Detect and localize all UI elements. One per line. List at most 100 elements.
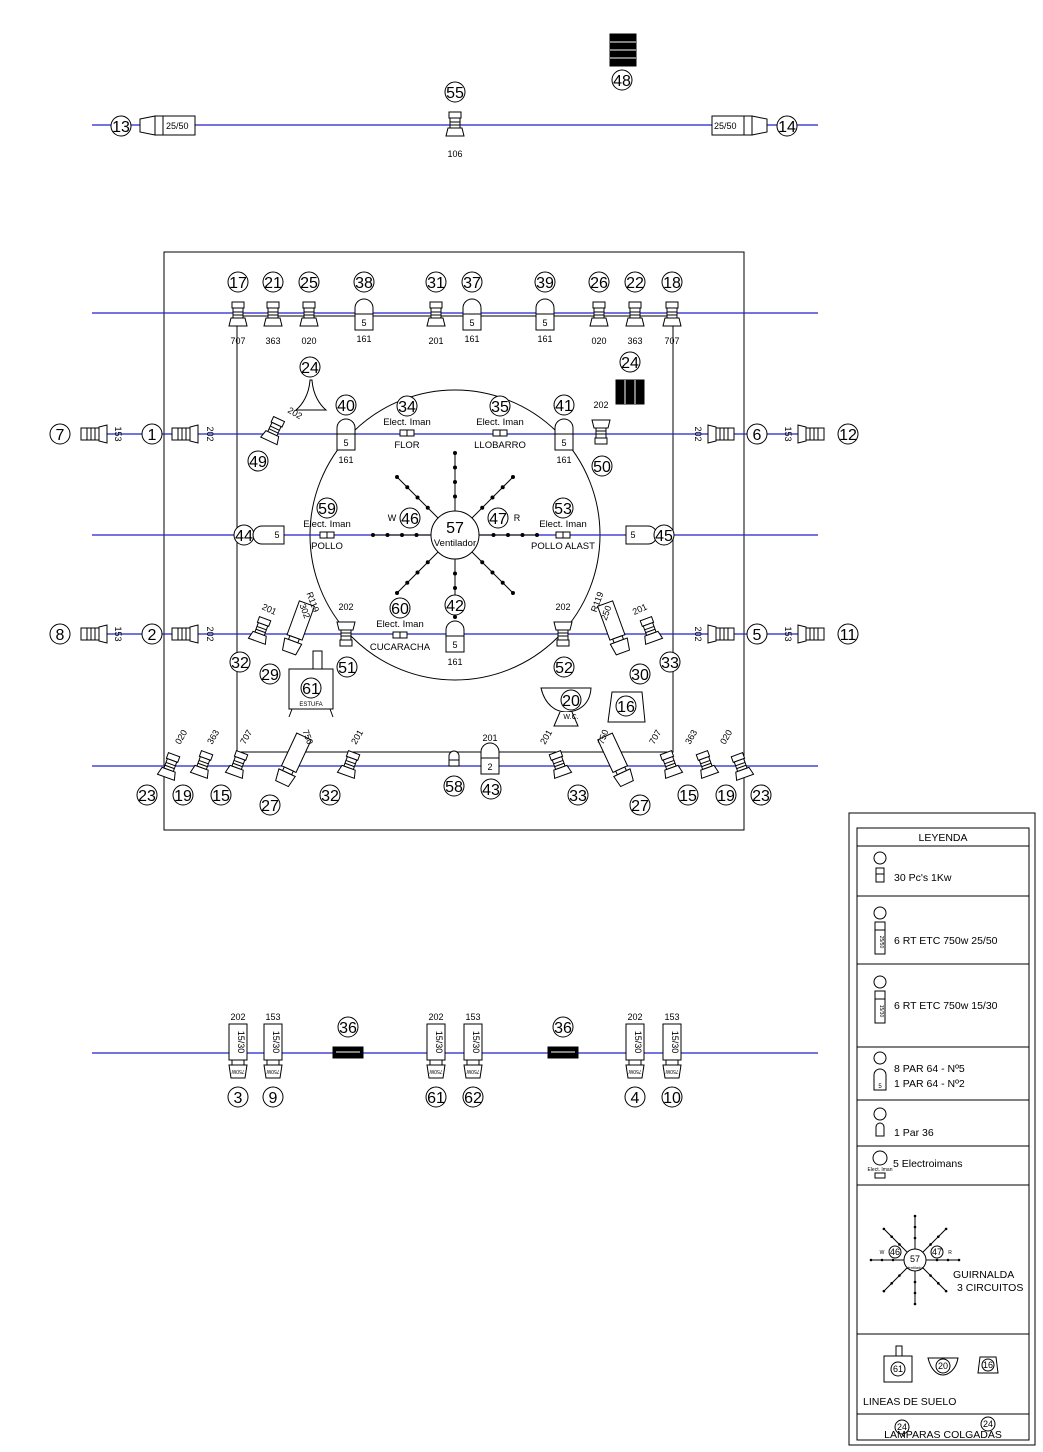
svg-text:20: 20: [938, 1361, 948, 1371]
garland-bulb: [935, 1258, 939, 1262]
svg-text:34: 34: [398, 399, 416, 416]
fixture-49: 202 49: [247, 405, 304, 472]
garland-bulb: [937, 1282, 940, 1285]
svg-text:15/30: 15/30: [434, 1031, 444, 1054]
svg-text:201: 201: [428, 336, 443, 346]
front-fixture: 363 19: [683, 728, 737, 806]
garland-bulb: [506, 533, 510, 537]
svg-text:202: 202: [693, 626, 703, 641]
fixture-29: R119 302 29: [259, 590, 321, 685]
svg-text:44: 44: [235, 528, 253, 545]
svg-text:202: 202: [205, 426, 215, 441]
svg-text:10: 10: [663, 1090, 681, 1107]
svg-text:5: 5: [542, 318, 547, 328]
svg-text:5: 5: [343, 438, 348, 448]
garland-bulb: [453, 586, 457, 590]
garland-bulb: [453, 480, 457, 484]
hanging-lamp-24: 24: [294, 356, 328, 411]
garland-ray: [883, 1228, 908, 1253]
pipe1-fixture: 38 5 161: [353, 271, 375, 344]
garland-bulb: [929, 1274, 932, 1277]
svg-text:5: 5: [274, 530, 279, 540]
garland-bulb: [453, 571, 457, 576]
svg-text:302: 302: [298, 602, 313, 620]
svg-text:020: 020: [591, 336, 606, 346]
svg-text:750W: 750W: [266, 1068, 279, 1074]
svg-text:750W: 750W: [429, 1068, 442, 1074]
svg-text:Ventilador: Ventilador: [906, 1265, 924, 1270]
svg-text:62: 62: [464, 1090, 482, 1107]
svg-text:201: 201: [482, 733, 497, 743]
fixture-40: 40 5 161: [335, 394, 357, 465]
legend-item: 1 Par 36: [894, 1127, 934, 1139]
svg-text:15/30: 15/30: [878, 1005, 884, 1018]
floor-fixture: 153 15/30 750W 9: [262, 1012, 284, 1108]
side-fixture-1: 1 202: [141, 423, 215, 445]
fixture-41: 41 5 161: [553, 394, 575, 465]
svg-text:1: 1: [148, 427, 157, 444]
svg-text:3: 3: [234, 1090, 243, 1107]
svg-text:CUCARACHA: CUCARACHA: [370, 642, 431, 653]
svg-text:35: 35: [491, 399, 509, 416]
svg-text:6: 6: [753, 427, 762, 444]
garland-bulb: [937, 1235, 940, 1238]
garland-bulb: [898, 1243, 901, 1246]
svg-text:5: 5: [630, 530, 635, 540]
legend-item: 6 RT ETC 750w 15/30: [894, 1000, 998, 1012]
pipe1-fixture: 25 020: [298, 271, 320, 346]
svg-text:39: 39: [536, 275, 554, 292]
svg-text:23: 23: [752, 788, 770, 805]
svg-text:61: 61: [427, 1090, 445, 1107]
garland-bulb: [913, 1291, 917, 1295]
garland-bulb: [490, 495, 495, 500]
magnet-34: 34 Elect. Iman FLOR: [383, 395, 431, 451]
svg-text:Elect. Iman: Elect. Iman: [303, 519, 351, 530]
prop-wc-20: 20 W.C.: [540, 687, 592, 727]
garland-bulb: [946, 1258, 950, 1262]
garland-bulb: [913, 1225, 917, 1229]
fixture-30: R119 250 30: [589, 590, 651, 685]
svg-text:11: 11: [840, 627, 857, 644]
fixture-48: 48: [609, 33, 637, 91]
svg-text:2: 2: [148, 627, 157, 644]
floor-strip-36-a: 36: [332, 1016, 364, 1059]
svg-text:15: 15: [679, 788, 697, 805]
svg-text:33: 33: [661, 655, 679, 672]
legend: LEYENDA 30 Pc's 1Kw 25/50 6 RT ETC 750w …: [848, 812, 1036, 1446]
svg-text:15: 15: [212, 788, 230, 805]
svg-text:020: 020: [173, 728, 189, 746]
legend-item: LINEAS DE SUELO: [863, 1396, 956, 1408]
svg-text:53: 53: [554, 501, 572, 518]
side-fixture-11: 153 11: [783, 623, 859, 645]
svg-text:16: 16: [617, 699, 635, 716]
floor-fixture: 202 15/30 750W 3: [227, 1012, 249, 1108]
fixture-45: 5 45: [625, 524, 675, 546]
svg-text:153: 153: [113, 426, 123, 441]
svg-text:47: 47: [489, 511, 507, 528]
svg-text:37: 37: [463, 275, 481, 292]
svg-text:43: 43: [482, 782, 500, 799]
front-fixture: 707 15: [210, 728, 254, 806]
svg-text:750W: 750W: [628, 1068, 641, 1074]
svg-text:363: 363: [205, 728, 221, 746]
garland-bulb: [869, 1258, 873, 1262]
front-fixture-58: 58: [443, 750, 465, 797]
svg-text:45: 45: [655, 528, 673, 545]
legend-item: 1 PAR 64 - Nº2: [894, 1078, 965, 1090]
svg-text:49: 49: [249, 454, 267, 471]
svg-text:202: 202: [593, 400, 608, 410]
svg-text:707: 707: [238, 728, 254, 746]
garland-bulb: [957, 1258, 961, 1262]
svg-text:46: 46: [401, 511, 419, 528]
svg-text:9: 9: [269, 1090, 278, 1107]
pipe1-fixture: 21 363: [262, 271, 284, 346]
svg-text:020: 020: [718, 728, 734, 746]
svg-text:41: 41: [555, 398, 573, 415]
svg-text:31: 31: [427, 275, 445, 292]
svg-text:48: 48: [613, 73, 631, 90]
svg-text:30: 30: [631, 667, 649, 684]
svg-text:153: 153: [783, 626, 793, 641]
svg-text:W: W: [880, 1250, 885, 1256]
legend-item: 6 RT ETC 750w 25/50: [894, 935, 998, 947]
